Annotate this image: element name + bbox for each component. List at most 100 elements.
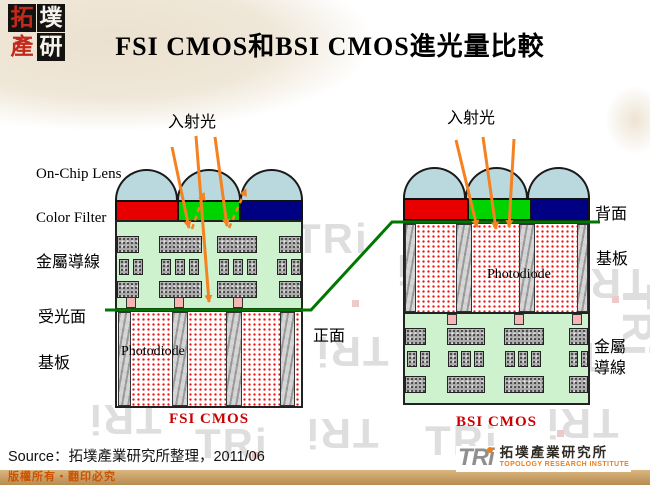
metal-block [217,236,257,253]
bsi-wiring-layer [403,312,590,405]
metal-block [233,259,243,275]
fsi-lens-dome [240,169,303,200]
bsi-photodiode-label: Photodiode [487,267,551,282]
metal-block [279,236,301,253]
metal-block [407,351,417,367]
fsi-substrate-label: 基板 [38,355,71,372]
fsi-onchip-lens-label: On-Chip Lens [36,166,122,182]
metal-block [219,259,229,275]
bsi-substrate-label: 基板 [596,251,629,268]
bsi-blue-filter [530,198,590,221]
fsi-color-filter-label: Color Filter [36,210,107,226]
metal-block [189,259,199,275]
tri-watermark-text: TRi [305,410,379,457]
tri-footer-logo: TRi 拓墣產業研究所 TOPOLOGY RESEARCH INSTITUTE [456,446,632,472]
contact-pad [126,297,136,308]
metal-block [448,351,458,367]
bsi-lens-dome [403,167,466,198]
fsi-metal-wire-label: 金屬導線 [36,254,101,271]
contact-pad [572,314,582,325]
metal-block [247,259,257,275]
fsi-blue-filter [239,200,303,222]
watermark-dot [612,296,619,303]
copyright-bar: 版權所有‧翻印必究 [0,470,650,485]
photodiode-region [131,312,172,406]
substrate-column [118,312,131,406]
metal-block [474,351,484,367]
bsi-metal-wire-label: 金屬導線 [594,339,627,377]
metal-block [119,259,129,275]
watermark-dot [352,300,359,307]
watermark-dot [252,452,259,459]
metal-block [159,281,202,298]
contact-pad [447,314,457,325]
metal-block [279,281,301,298]
background-beige-accent [605,85,650,155]
fsi-lens-dome [115,169,178,200]
tri-logo-mark: TRi [458,446,495,470]
bsi-lens-dome [527,167,590,198]
photodiode-region [295,312,301,406]
tri-watermark-text: TRi [295,215,369,262]
photodiode-region [416,224,456,312]
tri-logo-orange-dot-icon [486,447,493,453]
contact-pad [233,297,243,308]
fsi-incident-light-label: 入射光 [168,114,217,131]
substrate-column [172,312,188,406]
metal-block [569,351,578,367]
metal-block [405,376,426,393]
logo-char: 產 [10,34,34,59]
bsi-lens-dome [465,167,528,198]
metal-block [405,328,426,345]
fsi-photodiode-label: Photodiode [121,344,185,359]
metal-block [277,259,287,275]
metal-block [504,376,544,393]
photodiode-region [242,312,280,406]
bsi-red-filter [403,198,469,221]
contact-pad [174,297,184,308]
logo-char: 研 [37,33,65,61]
metal-block [569,376,588,393]
fsi-lens-dome [177,169,241,200]
tri-logo-names: 拓墣產業研究所 TOPOLOGY RESEARCH INSTITUTE [500,446,630,469]
metal-block [175,259,185,275]
fsi-caption: FSI CMOS [168,411,250,427]
metal-block [504,328,544,345]
fsi-wiring-layer [115,220,303,310]
fsi-light-surface-label: 受光面 [38,309,87,326]
front-side-label: 正面 [313,328,346,345]
bsi-green-filter [467,198,532,221]
substrate-column [577,224,588,312]
back-side-label: 背面 [595,206,628,223]
metal-block [447,328,485,345]
source-line: Source：拓墣產業研究所整理，2011/06 [8,449,265,465]
fsi-red-filter [115,200,179,222]
logo-char: 拓 [8,4,36,32]
tri-logo-chinese-name: 拓墣產業研究所 [499,445,609,460]
page-title: FSI CMOS和BSI CMOS進光量比較 [115,32,545,61]
fsi-substrate-layer [115,310,303,408]
metal-block [581,351,588,367]
substrate-column [280,312,295,406]
logo-char: 墣 [37,4,65,32]
substrate-column [405,224,416,312]
topology-corner-logo: 拓 墣 產 研 [8,4,65,62]
fsi-green-filter [177,200,241,222]
metal-block [133,259,143,275]
substrate-column [226,312,242,406]
metal-block [117,236,139,253]
metal-block [461,351,471,367]
metal-block [569,328,588,345]
metal-block [117,281,139,298]
photodiode-region [188,312,226,406]
watermark-dot [557,430,564,437]
metal-block [161,259,171,275]
bsi-incident-light-label: 入射光 [447,110,496,127]
metal-block [291,259,301,275]
bsi-caption: BSI CMOS [456,414,537,430]
metal-block [217,281,257,298]
copyright-text: 版權所有‧翻印必究 [8,471,116,483]
contact-pad [514,314,524,325]
metal-block [518,351,528,367]
metal-block [531,351,541,367]
